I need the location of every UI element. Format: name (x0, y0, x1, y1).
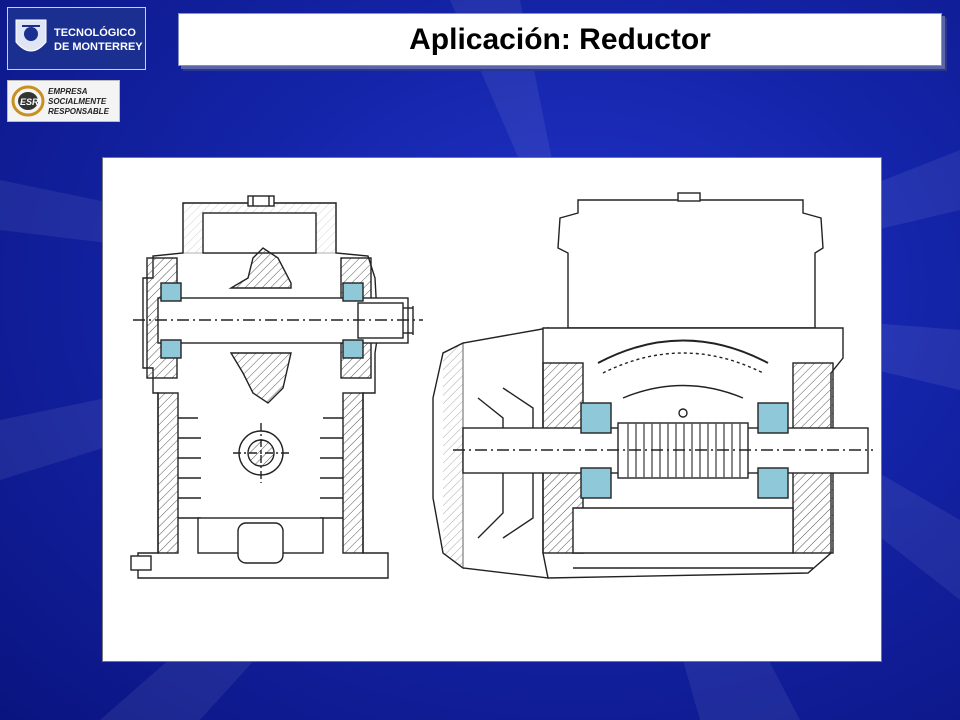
tec-line1: TECNOLÓGICO (54, 26, 136, 39)
tec-shield-icon: TECNOLÓGICO DE MONTERREY (15, 19, 143, 53)
reducer-drawing (102, 157, 882, 662)
esr-line3: RESPONSABLE (48, 107, 110, 116)
tec-monterrey-logo: TECNOLÓGICO DE MONTERREY (7, 7, 146, 70)
front-view (432, 192, 873, 579)
esr-line1: EMPRESA (48, 87, 88, 96)
esr-line2: SOCIALMENTE (48, 97, 107, 106)
esr-mark: ESR (20, 97, 39, 107)
esr-badge-icon: ESR EMPRESA SOCIALMENTE RESPONSABLE (11, 85, 110, 117)
page-title: Aplicación: Reductor (409, 22, 711, 56)
side-view (130, 195, 423, 579)
tec-line2: DE MONTERREY (54, 41, 143, 53)
title-box: Aplicación: Reductor (178, 13, 942, 66)
gear-reducer-cross-section-icon (130, 192, 873, 579)
esr-logo: ESR EMPRESA SOCIALMENTE RESPONSABLE (7, 80, 120, 122)
